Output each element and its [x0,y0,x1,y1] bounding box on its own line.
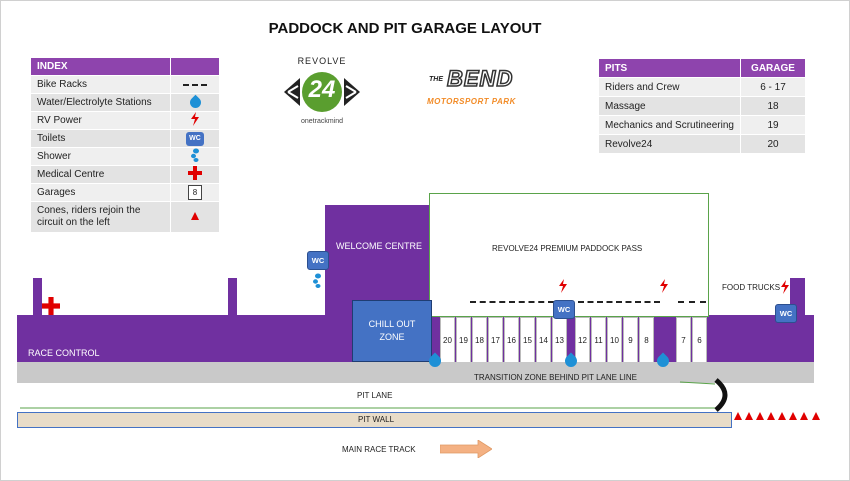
the-bend-logo: THE BEND MOTORSPORT PARK [427,65,516,106]
welcome-centre-label: WELCOME CENTRE [336,241,423,251]
index-row: Medical Centre [30,165,220,184]
lightning-bolt-icon [559,279,567,293]
medical-cross-icon [188,166,202,180]
index-row: Shower [30,147,220,166]
bike-rack-symbol [183,83,207,86]
garage-14: 14 [536,317,551,363]
bike-rack-line [470,301,554,303]
food-trucks-label: FOOD TRUCKS [722,283,781,292]
revolve24-logo: REVOLVE 24 onetrackmind [276,56,368,128]
garage-11: 11 [591,317,606,363]
transition-zone [17,362,814,383]
chill-out-zone: CHILL OUT ZONE [352,300,432,362]
garage-10: 10 [607,317,622,363]
wc-icon: WC [307,251,329,270]
cone-icon [800,412,808,420]
race-control-tower-left [33,278,42,315]
shower-icon [191,148,199,162]
lightning-bolt-icon [191,112,199,126]
cone-icon [778,412,786,420]
wc-icon: WC [186,131,204,146]
pit-wall [17,412,732,428]
index-header: INDEX [30,57,171,76]
pits-header: PITS [598,58,741,78]
garage-8: 8 [639,317,654,363]
lightning-bolt-icon [660,279,668,293]
pit-wall-label: PIT WALL [358,415,395,424]
cone-icon [789,412,797,420]
lightning-bolt-icon [781,280,789,294]
garage-17: 17 [488,317,503,363]
garage-18: 18 [472,317,487,363]
premium-paddock-area [429,193,709,317]
pit-lane-label: PIT LANE [357,391,393,400]
index-row: Water/Electrolyte Stations [30,93,220,112]
cone-icon [767,412,775,420]
medical-cross-icon [42,297,60,315]
index-table: INDEX Bike Racks Water/Electrolyte Stati… [30,57,220,233]
cone-icon [191,211,199,220]
cone-icon [745,412,753,420]
garage-19: 19 [456,317,471,363]
garage-13: 13 [552,317,567,363]
wc-icon: WC [553,300,575,319]
garage-6: 6 [692,317,707,363]
index-row: Toilets WC [30,129,220,148]
garage-15: 15 [520,317,535,363]
welcome-centre-building [325,205,430,315]
garage-7: 7 [676,317,691,363]
index-row: RV Power [30,111,220,130]
race-control-label: RACE CONTROL [28,348,100,358]
shower-icon [313,273,321,288]
water-drop-icon [187,94,203,111]
transition-zone-label: TRANSITION ZONE BEHIND PIT LANE LINE [474,373,637,382]
index-row: Cones, riders rejoin the circuit on the … [30,201,220,233]
garage-symbol: 8 [188,185,202,200]
garage-9: 9 [623,317,638,363]
index-row: Garages 8 [30,183,220,202]
main-race-track-label: MAIN RACE TRACK [342,445,416,454]
wc-icon: WC [775,304,797,323]
cone-icon [734,412,742,420]
index-row: Bike Racks [30,75,220,94]
bike-rack-line [678,301,706,303]
garage-20: 20 [440,317,455,363]
tower-mid [228,278,237,315]
garage-16: 16 [504,317,519,363]
cone-icon [812,412,820,420]
garage-12: 12 [575,317,590,363]
garage-header: GARAGE [740,58,806,78]
page-title: PADDOCK AND PIT GARAGE LAYOUT [268,20,542,37]
pit-lane-lines [20,378,728,412]
bike-rack-line [578,301,660,303]
cone-icon [756,412,764,420]
premium-paddock-label: REVOLVE24 PREMIUM PADDOCK PASS [492,244,643,253]
direction-arrow-icon [440,440,492,458]
